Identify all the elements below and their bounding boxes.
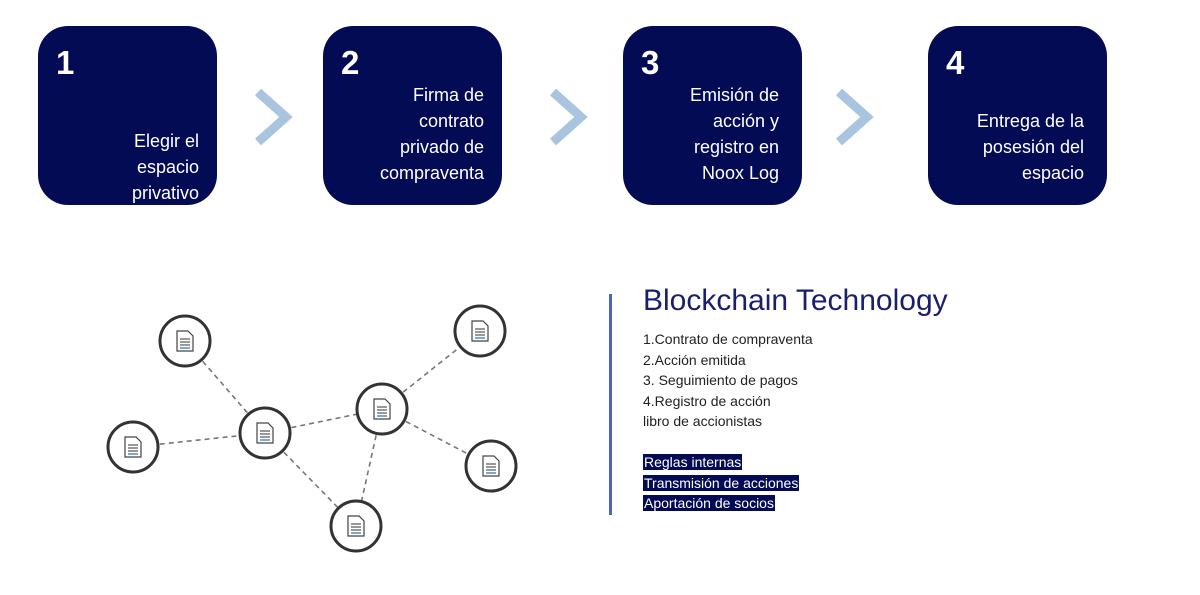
step-number: 4	[946, 44, 965, 81]
step-box-2: 2 Firma de contrato privado de compraven…	[323, 26, 502, 205]
network-node	[238, 406, 292, 460]
chevron-right-icon	[255, 88, 293, 146]
step-number: 3	[641, 44, 660, 81]
network-node	[158, 314, 212, 368]
step-number: 2	[341, 44, 360, 81]
list-item: 3. Seguimiento de pagos	[643, 372, 798, 388]
document-icon	[482, 455, 500, 477]
step-label: Firma de contrato privado de compraventa	[379, 85, 484, 183]
list-item: libro de accionistas	[643, 413, 763, 429]
step-label: Elegir el espacio privativo	[131, 131, 199, 203]
step-box-1: 1 Elegir el espacio privativo	[38, 26, 217, 205]
highlight-item: Transmisión de acciones	[643, 474, 800, 491]
step-label: Emisión de acción y registro en Noox Log	[689, 85, 779, 183]
document-icon	[176, 330, 194, 352]
blockchain-network-diagram	[106, 304, 518, 553]
network-node	[464, 439, 518, 493]
network-node	[329, 499, 383, 553]
step-number: 1	[56, 44, 75, 81]
step-box-3: 3 Emisión de acción y registro en Noox L…	[623, 26, 802, 205]
step-label: Entrega de la posesión del espacio	[976, 111, 1084, 183]
document-icon	[347, 515, 365, 537]
list-item: 2.Acción emitida	[643, 351, 746, 368]
chevron-right-icon	[836, 88, 874, 146]
step-box-4: 4 Entrega de la posesión del espacio	[928, 26, 1107, 205]
network-node	[106, 420, 160, 474]
network-node	[453, 304, 507, 358]
vertical-divider	[609, 294, 612, 515]
blockchain-list: 1.Contrato de compraventa 2.Acción emiti…	[643, 329, 813, 432]
network-node	[355, 382, 409, 436]
blockchain-title: Blockchain Technology	[643, 284, 948, 317]
document-icon	[373, 398, 391, 420]
document-icon	[471, 320, 489, 342]
document-icon	[256, 422, 274, 444]
list-item: 1.Contrato de compraventa	[643, 331, 813, 347]
list-item: 4.Registro de acción	[643, 392, 771, 409]
chevron-right-icon	[550, 88, 588, 146]
document-icon	[124, 436, 142, 458]
blockchain-highlights: Reglas internas Transmisión de acciones …	[643, 452, 800, 514]
highlight-item: Aportación de socios	[643, 495, 775, 511]
highlight-item: Reglas internas	[643, 454, 743, 470]
